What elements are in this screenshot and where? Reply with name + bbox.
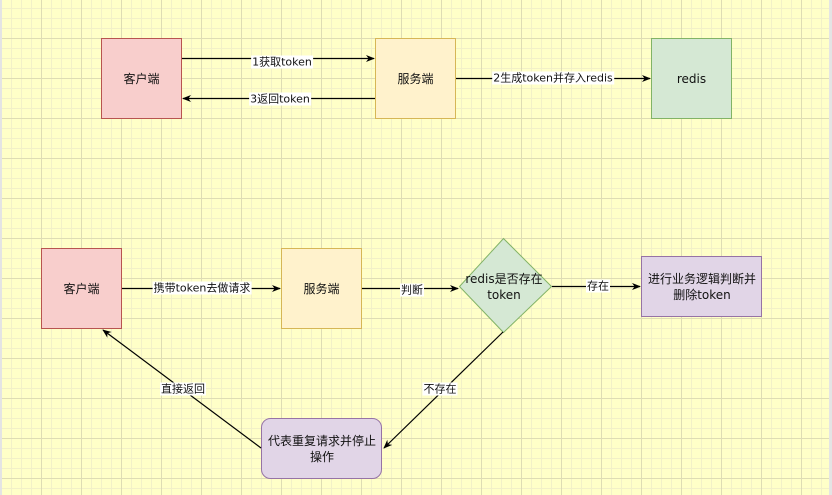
edge-get-token-label: 1获取token xyxy=(251,55,313,69)
bottom-client-label: 客户端 xyxy=(63,281,100,296)
top-client-label: 客户端 xyxy=(123,71,160,86)
top-server-node[interactable] xyxy=(375,38,456,119)
process-label: 进行业务逻辑判断并删除token xyxy=(647,272,756,302)
decision-node[interactable] xyxy=(458,237,553,334)
process-node[interactable] xyxy=(641,256,762,317)
top-redis-label: redis xyxy=(676,71,707,86)
canvas-left-border xyxy=(0,0,2,495)
bottom-client-node[interactable] xyxy=(41,248,122,329)
bottom-server-label: 服务端 xyxy=(303,281,340,296)
edge-store-token-label: 2生成token并存入redis xyxy=(492,71,614,85)
edge-not-exists-label: 不存在 xyxy=(422,382,458,396)
top-client-node[interactable] xyxy=(101,38,182,119)
edge-return-token-label: 3返回token xyxy=(249,92,311,106)
decision-label: redis是否存在token xyxy=(465,272,543,302)
edge-exists-label: 存在 xyxy=(586,279,610,293)
duplicate-node[interactable] xyxy=(261,418,382,479)
edge-return-directly-label: 直接返回 xyxy=(160,382,206,396)
top-redis-node[interactable] xyxy=(651,38,732,119)
canvas-right-border xyxy=(829,0,832,495)
top-server-label: 服务端 xyxy=(397,71,434,86)
edge-judge-label: 判断 xyxy=(400,283,424,297)
bottom-server-node[interactable] xyxy=(281,248,362,329)
duplicate-label: 代表重复请求并停止操作 xyxy=(267,434,376,464)
edge-request-label: 携带token去做请求 xyxy=(152,281,252,295)
